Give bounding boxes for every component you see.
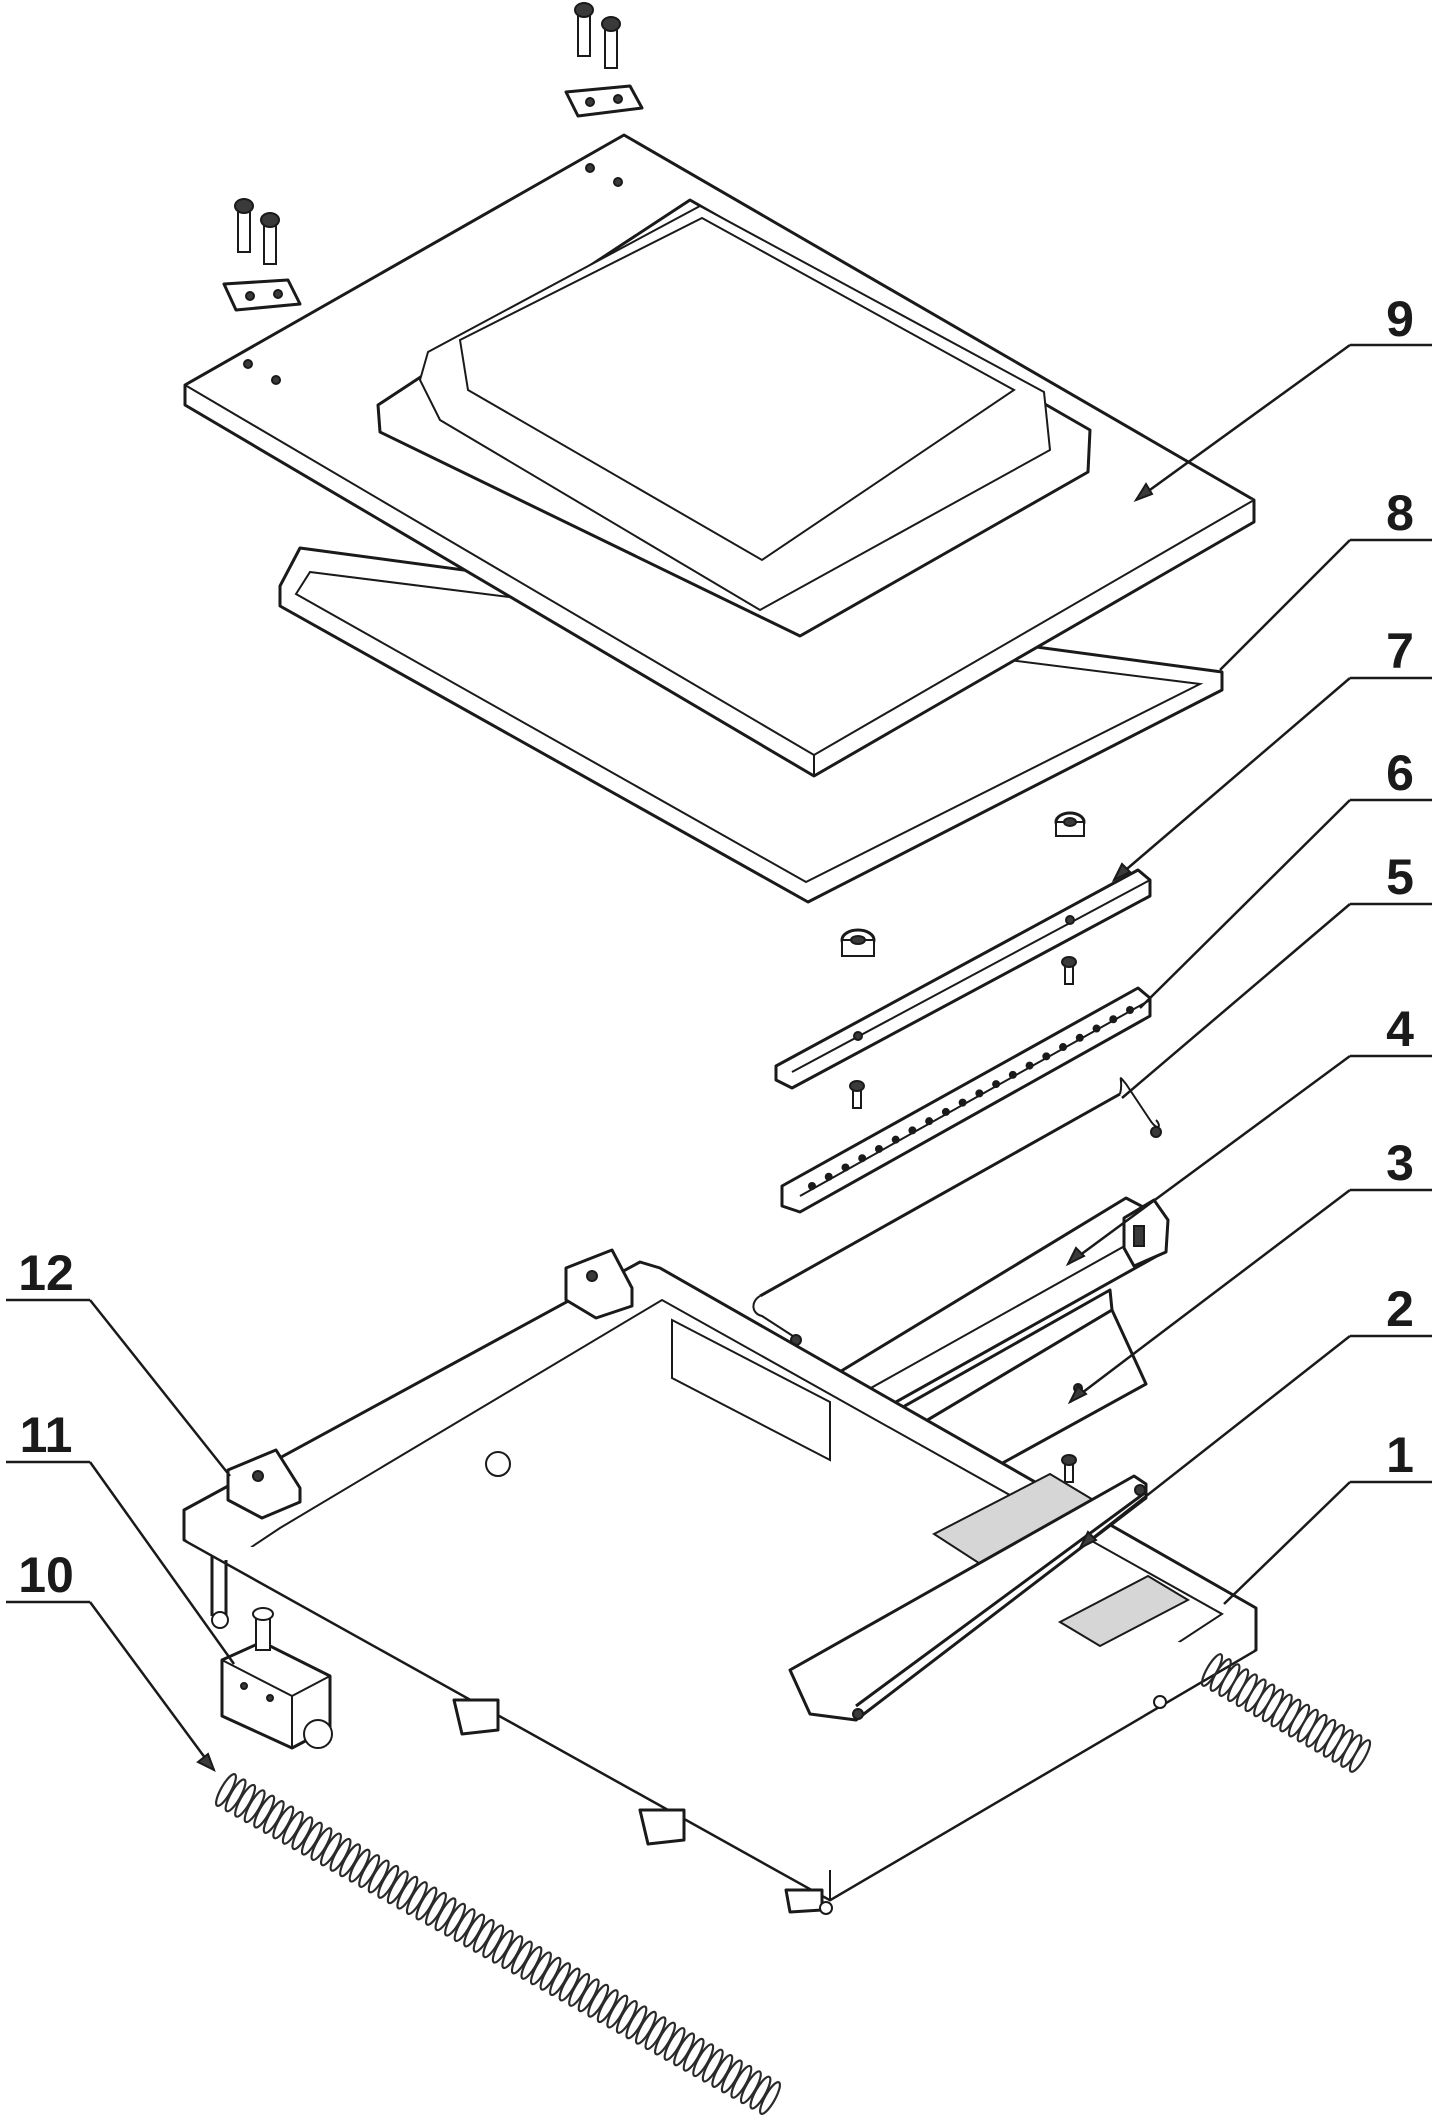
leader-lines [6, 343, 1432, 1773]
callout-8: 8 [1386, 485, 1414, 541]
callout-3: 3 [1386, 1135, 1414, 1191]
callout-7: 7 [1386, 623, 1414, 679]
channel-rail [774, 868, 1152, 1090]
callout-labels: 9 8 7 6 5 4 3 2 1 12 11 10 [18, 291, 1414, 1603]
callout-2: 2 [1386, 1281, 1414, 1337]
bushings [840, 811, 1086, 957]
spring-long [215, 1773, 781, 2115]
top-screws-right [564, 2, 644, 118]
spring-short [1200, 1653, 1372, 1773]
micro-switch [210, 1556, 333, 1750]
callout-9: 9 [1386, 291, 1414, 347]
callout-4: 4 [1386, 1001, 1414, 1057]
callout-1: 1 [1386, 1427, 1414, 1483]
callout-6: 6 [1386, 745, 1414, 801]
callout-11: 11 [20, 1407, 73, 1463]
corner-mounts [226, 1248, 634, 1520]
callout-12: 12 [18, 1245, 74, 1301]
top-screws-left [222, 198, 302, 312]
lower-bar [788, 1474, 1148, 1722]
main-frame [182, 1260, 1258, 1915]
lid-cover [183, 133, 1256, 778]
callout-10: 10 [18, 1547, 74, 1603]
callout-5: 5 [1386, 849, 1414, 905]
perforated-bar [780, 986, 1152, 1214]
